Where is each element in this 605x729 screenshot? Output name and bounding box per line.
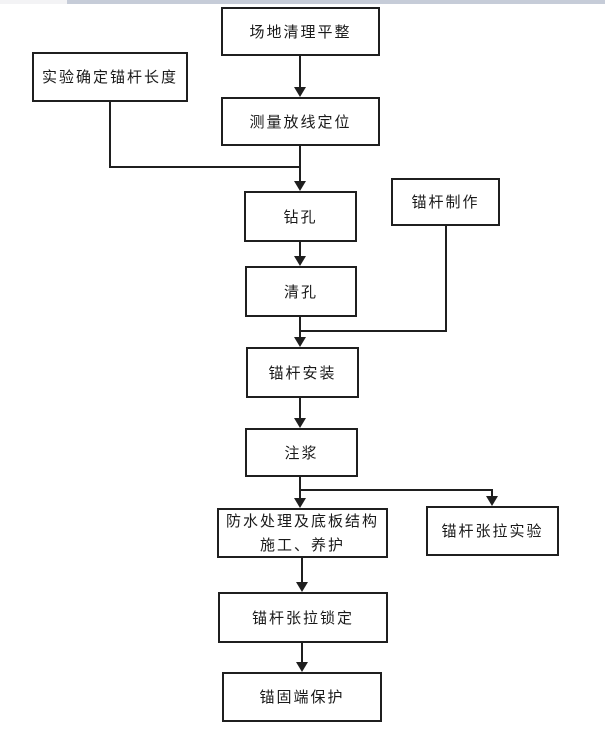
arrowhead-into-tension-test	[486, 496, 498, 506]
connector-fabrication-across	[299, 330, 447, 332]
connector-anchor-length-down	[109, 102, 111, 168]
connector-waterproofing-to-locking	[301, 558, 303, 583]
connector-locking-to-end-protection	[301, 643, 303, 663]
arrowhead-into-grouting	[294, 418, 306, 428]
connector-anchor-length-across	[109, 166, 301, 168]
connector-hole-cleaning-to-installation	[299, 317, 301, 338]
arrowhead-into-waterproofing	[294, 498, 306, 508]
node-survey-layout: 测量放线定位	[221, 97, 380, 146]
node-anchor-installation: 锚杆安装	[246, 347, 359, 398]
connector-grouting-branch-across	[299, 489, 493, 491]
node-anchor-fabrication: 锚杆制作	[391, 178, 500, 226]
node-waterproofing-slab: 防水处理及底板结构 施工、养护	[217, 508, 388, 558]
arrowhead-into-hole-cleaning	[294, 256, 306, 266]
top-bar-left-segment	[0, 0, 67, 4]
connector-installation-to-grouting	[299, 398, 301, 418]
node-drilling: 钻孔	[244, 191, 357, 242]
node-grouting: 注浆	[245, 428, 358, 477]
node-anchor-end-protection: 锚固端保护	[222, 672, 382, 722]
connector-fabrication-down	[445, 226, 447, 332]
arrowhead-into-drilling	[294, 181, 306, 191]
connector-drilling-to-hole-cleaning	[299, 242, 301, 257]
node-determine-anchor-length: 实验确定锚杆长度	[32, 52, 188, 102]
node-hole-cleaning: 清孔	[245, 266, 357, 317]
connector-branch-to-tension-test	[491, 489, 493, 497]
arrowhead-into-tension-locking	[296, 582, 308, 592]
connector-survey-to-drilling	[299, 146, 301, 182]
arrowhead-into-end-protection	[296, 662, 308, 672]
top-bar-right-segment	[67, 0, 605, 4]
node-tension-test: 锚杆张拉实验	[426, 506, 559, 556]
arrowhead-into-anchor-installation	[294, 337, 306, 347]
connector-grouting-down	[299, 477, 301, 499]
node-site-clearing: 场地清理平整	[221, 7, 380, 56]
connector-site-clearing-to-survey	[299, 56, 301, 88]
node-tension-locking: 锚杆张拉锁定	[218, 592, 388, 643]
arrowhead-into-survey-layout	[294, 87, 306, 97]
